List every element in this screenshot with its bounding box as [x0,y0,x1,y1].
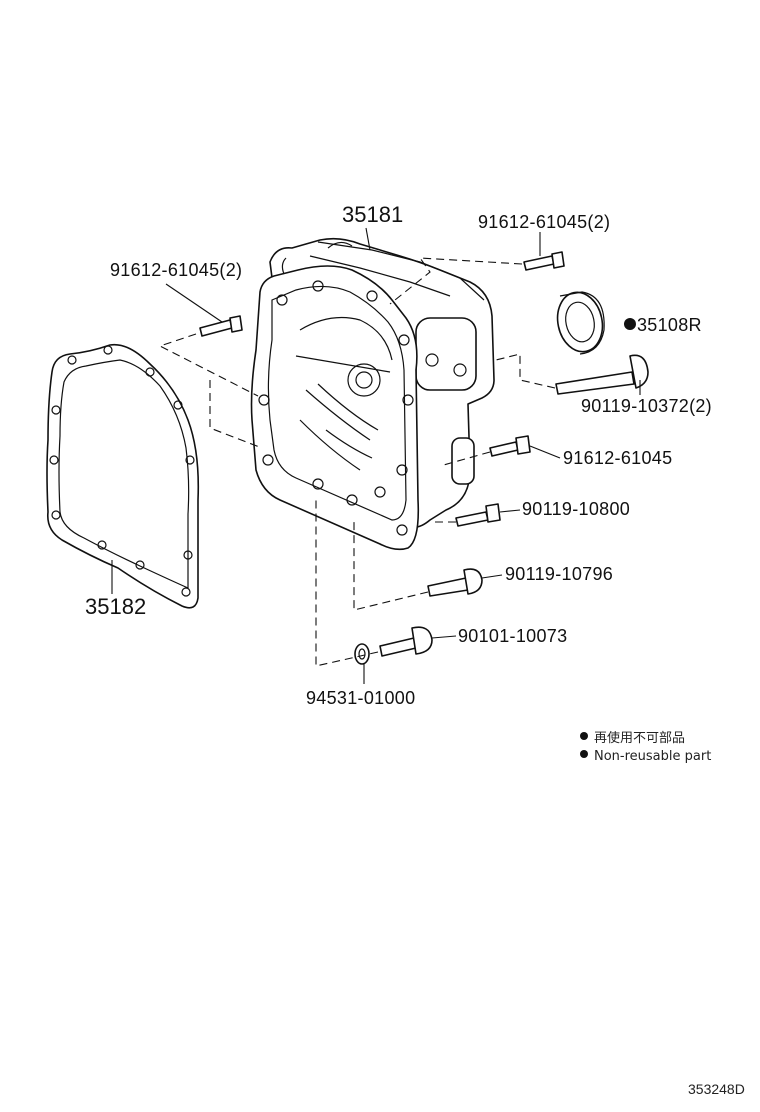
assembly-lines [158,257,556,667]
housing-35181[interactable] [250,237,495,551]
label-bolt-top-right: 91612-61045(2) [478,212,610,232]
bolt-a[interactable] [455,503,501,527]
label-bolt-long-right: 90119-10372(2) [581,396,712,416]
bolt-mid-right[interactable] [489,435,531,457]
label-bolt-b: 90119-10796 [505,564,613,584]
legend-bullet-jp [580,732,588,740]
washer[interactable] [354,643,370,665]
bolt-top-right[interactable] [523,251,565,271]
legend-jp: 再使用不可部品 [594,730,685,746]
label-bolt-a: 90119-10800 [522,499,630,519]
legend: 再使用不可部品 Non-reusable part [580,730,711,764]
label-gasket: 35182 [85,594,146,619]
oil-seal-35108R[interactable] [552,288,608,356]
gasket-35182[interactable] [46,343,200,609]
bolt-c[interactable] [379,626,433,657]
label-bolt-top-left: 91612-61045(2) [110,260,242,280]
label-housing: 35181 [342,202,403,227]
legend-bullet-en [580,750,588,758]
label-bolt-mid-right: 91612-61045 [563,448,672,468]
label-oil-seal: 35108R [637,315,702,335]
bolt-top-left[interactable] [199,315,243,337]
figure-code: 353248D [688,1081,745,1097]
legend-en: Non-reusable part [594,749,711,764]
label-bolt-c: 90101-10073 [458,626,567,646]
bolt-b[interactable] [427,568,483,597]
non-reusable-marker-35108R [624,318,636,330]
bolt-long-right[interactable] [555,354,649,395]
label-washer: 94531-01000 [306,688,415,708]
